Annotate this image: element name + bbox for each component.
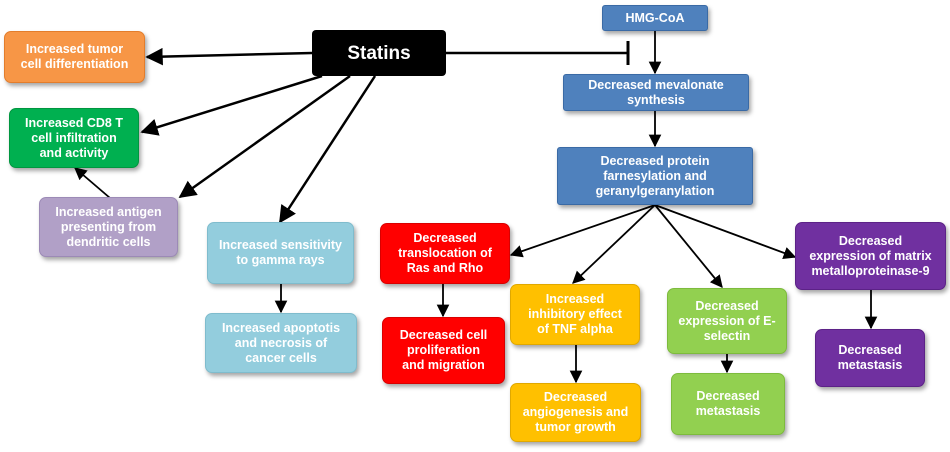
- apoptosis-node: Increased apoptotis and necrosis of canc…: [205, 313, 357, 373]
- angiogenesis-label: Decreased angiogenesis and tumor growth: [522, 390, 629, 434]
- metastasis-green-node: Decreased metastasis: [671, 373, 785, 435]
- tumor-differentiation-node: Increased tumor cell differentiation: [4, 31, 145, 83]
- mevalonate-node: Decreased mevalonate synthesis: [563, 74, 749, 111]
- metastasis-green-label: Decreased metastasis: [695, 389, 761, 418]
- statins-node: Statins: [312, 30, 446, 76]
- arrow-statins-to-tumor-diff: [145, 47, 313, 66]
- farnesylation-label: Decreased protein farnesylation and gera…: [595, 153, 715, 198]
- metastasis-purple-node: Decreased metastasis: [815, 329, 925, 387]
- tnf-label: Increased inhibitory effect of TNF alpha: [528, 292, 622, 336]
- arrow-statins-to-gamma: [278, 75, 377, 224]
- eselectin-label: Decreased expression of E- selectin: [678, 298, 776, 343]
- metastasis-purple-label: Decreased metastasis: [837, 343, 903, 372]
- hmg-coa-label: HMG-CoA: [625, 10, 685, 25]
- hmg-coa-node: HMG-CoA: [602, 5, 708, 31]
- mmp9-label: Decreased expression of matrix metallopr…: [809, 233, 932, 278]
- farnesylation-node: Decreased protein farnesylation and gera…: [557, 147, 753, 205]
- angiogenesis-node: Decreased angiogenesis and tumor growth: [510, 383, 641, 442]
- tumor-differentiation-label: Increased tumor cell differentiation: [20, 42, 129, 71]
- apoptosis-label: Increased apoptotis and necrosis of canc…: [221, 320, 341, 365]
- tnf-node: Increased inhibitory effect of TNF alpha: [510, 284, 640, 345]
- gamma-node: Increased sensitivity to gamma rays: [207, 222, 354, 284]
- arrow-antigen-to-cd8: [74, 167, 111, 199]
- antigen-node: Increased antigen presenting from dendri…: [39, 197, 178, 257]
- ras-rho-label: Decreased translocation of Ras and Rho: [398, 231, 492, 275]
- arrow-statins-to-cd8: [140, 74, 323, 136]
- mmp9-node: Decreased expression of matrix metallopr…: [795, 222, 946, 290]
- arrow-farnesylation-to-tnf: [572, 204, 656, 284]
- proliferation-label: Decreased cell proliferation and migrati…: [399, 328, 488, 372]
- arrow-farnesylation-to-eselectin: [654, 204, 723, 288]
- statins-label: Statins: [347, 42, 411, 64]
- ras-rho-node: Decreased translocation of Ras and Rho: [380, 223, 510, 284]
- arrow-farnesylation-to-mmp9: [654, 204, 797, 259]
- cd8-label: Increased CD8 T cell infiltration and ac…: [25, 115, 123, 160]
- mevalonate-label: Decreased mevalonate synthesis: [588, 77, 724, 107]
- gamma-label: Increased sensitivity to gamma rays: [219, 238, 342, 267]
- cd8-node: Increased CD8 T cell infiltration and ac…: [9, 108, 139, 168]
- antigen-label: Increased antigen presenting from dendri…: [55, 204, 162, 249]
- proliferation-node: Decreased cell proliferation and migrati…: [382, 317, 505, 384]
- arrow-statins-to-antigen: [178, 74, 351, 199]
- eselectin-node: Decreased expression of E- selectin: [667, 288, 787, 354]
- arrow-farnesylation-to-rasrho: [509, 204, 656, 258]
